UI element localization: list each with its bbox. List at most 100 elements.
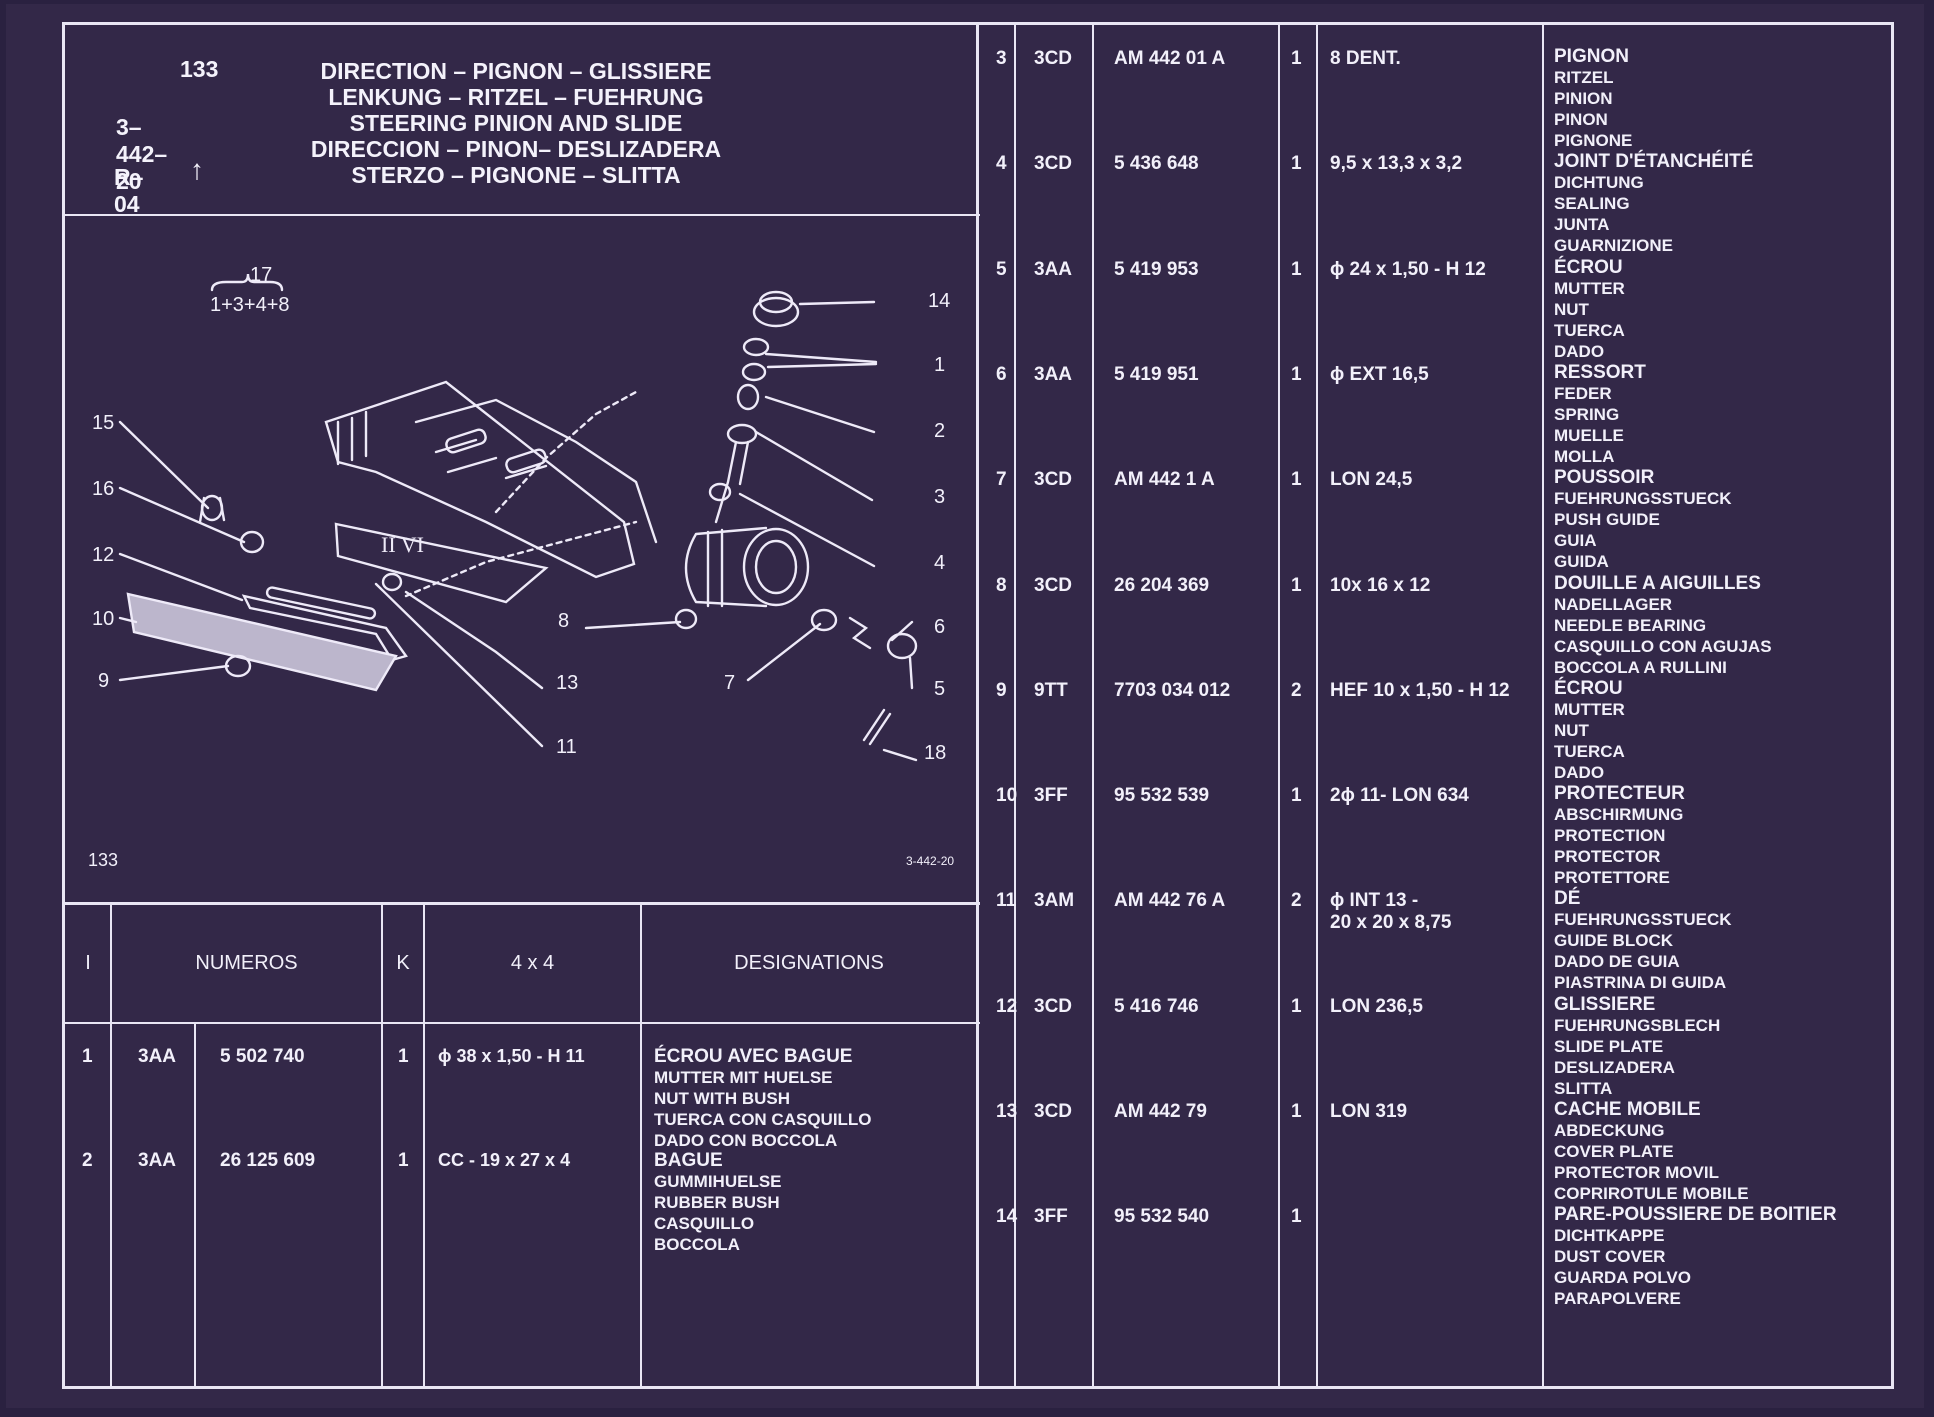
row-dims: LON 236,5: [1330, 996, 1423, 1017]
row-code: 3AA: [1034, 364, 1073, 385]
title-en: STEERING PINION AND SLIDE: [349, 110, 683, 136]
callout-11: 11: [556, 736, 577, 758]
row-dims: 20 x 20 x 8,75: [1330, 912, 1452, 933]
row-code: 3FF: [1034, 1206, 1068, 1227]
row-code: 3AA: [1034, 259, 1073, 280]
row-reference: 5 419 951: [1114, 364, 1199, 385]
mid-divider: [976, 22, 979, 1389]
column-header-dims: 4 x 4: [510, 952, 555, 974]
row-dims: HEF 10 x 1,50 - H 12: [1330, 680, 1510, 701]
callout-12: 12: [92, 544, 115, 566]
right-col-line: [1316, 22, 1318, 1389]
page-number: 133: [180, 56, 219, 82]
row-qty: 1: [398, 1150, 409, 1171]
callout-3: 3: [934, 486, 946, 508]
svg-text:II VI: II VI: [381, 532, 424, 557]
bracket-label-items: 1+3+4+8: [210, 294, 290, 316]
title-de: LENKUNG – RITZEL – FUEHRUNG: [328, 84, 704, 110]
left-col-line: [423, 902, 425, 1389]
title-it: STERZO – PIGNONE – SLITTA: [351, 162, 681, 188]
row-reference: 26 204 369: [1114, 575, 1210, 596]
row-code: 3FF: [1034, 785, 1068, 806]
row-dims: 9,5 x 13,3 x 3,2: [1330, 153, 1463, 174]
left-col-line: [640, 902, 642, 1389]
right-col-line: [1092, 22, 1094, 1389]
row-qty: 1: [1291, 364, 1302, 385]
callout-4: 4: [934, 552, 946, 574]
row-dims: 8 DENT.: [1330, 48, 1401, 69]
column-header-designations: DESIGNATIONS: [734, 952, 884, 974]
callout-13: 13: [556, 672, 579, 694]
row-reference: 5 502 740: [220, 1046, 305, 1067]
callout-18: 18: [924, 742, 947, 764]
row-reference: AM 442 01 A: [1114, 48, 1226, 69]
frame-right: [1891, 22, 1894, 1389]
callout-1: 1: [934, 354, 946, 376]
diagram-reference: 3-442-20: [906, 854, 955, 868]
row-dims: 10x 16 x 12: [1330, 575, 1431, 596]
row-qty: 1: [1291, 48, 1302, 69]
group-reference: 3–442–20: [116, 114, 168, 194]
right-col-line: [1278, 22, 1280, 1389]
row-code: 3AA: [138, 1150, 177, 1171]
title-lines: DIRECTION – PIGNON – GLISSIERE LENKUNG –…: [306, 58, 726, 188]
row-dims: ϕ EXT 16,5: [1330, 364, 1429, 385]
diagram-divider: [62, 902, 980, 905]
row-qty: 2: [1291, 680, 1302, 701]
row-code: 9TT: [1034, 680, 1068, 701]
row-index: 14: [996, 1206, 1018, 1227]
callout-16: 16: [92, 478, 115, 500]
exploded-view-diagram: II VI: [76, 222, 980, 902]
row-qty: 1: [1291, 469, 1302, 490]
row-index: 12: [996, 996, 1018, 1017]
right-col-line: [1542, 22, 1544, 1389]
row-dims: CC - 19 x 27 x 4: [438, 1150, 571, 1170]
row-code: 3CD: [1034, 996, 1073, 1017]
row-reference: AM 442 1 A: [1114, 469, 1215, 490]
callout-7: 7: [724, 672, 736, 694]
steering-rack-illustration: II VI: [118, 273, 918, 762]
row-qty: 1: [1291, 153, 1302, 174]
right-col-line: [1014, 22, 1016, 1389]
row-qty: 1: [1291, 259, 1302, 280]
callout-10: 10: [92, 608, 115, 630]
frame-left: [62, 22, 65, 1389]
row-qty: 1: [1291, 785, 1302, 806]
callout-15: 15: [92, 412, 115, 434]
callout-14: 14: [928, 290, 951, 312]
row-reference: 5 436 648: [1114, 153, 1199, 174]
arrow-up-icon: ↑: [190, 154, 204, 185]
row-code: 3AA: [138, 1046, 177, 1067]
row-index: 8: [996, 575, 1007, 596]
diagram-page-number: 133: [88, 850, 119, 870]
row-code: 3CD: [1034, 48, 1073, 69]
callout-5: 5: [934, 678, 946, 700]
row-qty: 1: [398, 1046, 409, 1067]
callout-2: 2: [934, 420, 946, 442]
row-qty: 1: [1291, 1101, 1302, 1122]
row-reference: 7703 034 012: [1114, 680, 1231, 701]
row-dims: 2ϕ 11- LON 634: [1330, 785, 1469, 806]
row-index: 6: [996, 364, 1007, 385]
row-dims: LON 24,5: [1330, 469, 1413, 490]
header-divider: [62, 214, 980, 216]
row-dims: ϕ 24 x 1,50 - H 12: [1330, 259, 1486, 280]
row-reference: 95 532 540: [1114, 1206, 1210, 1227]
row-reference: 26 125 609: [220, 1150, 316, 1171]
left-col-line: [110, 902, 112, 1389]
row-code: 3CD: [1034, 153, 1073, 174]
row-index: 3: [996, 48, 1007, 69]
row-index: 11: [996, 890, 1017, 911]
row-index: 10: [996, 785, 1018, 806]
row-index: 13: [996, 1101, 1018, 1122]
row-index: 1: [82, 1046, 93, 1067]
row-qty: 2: [1291, 890, 1302, 911]
